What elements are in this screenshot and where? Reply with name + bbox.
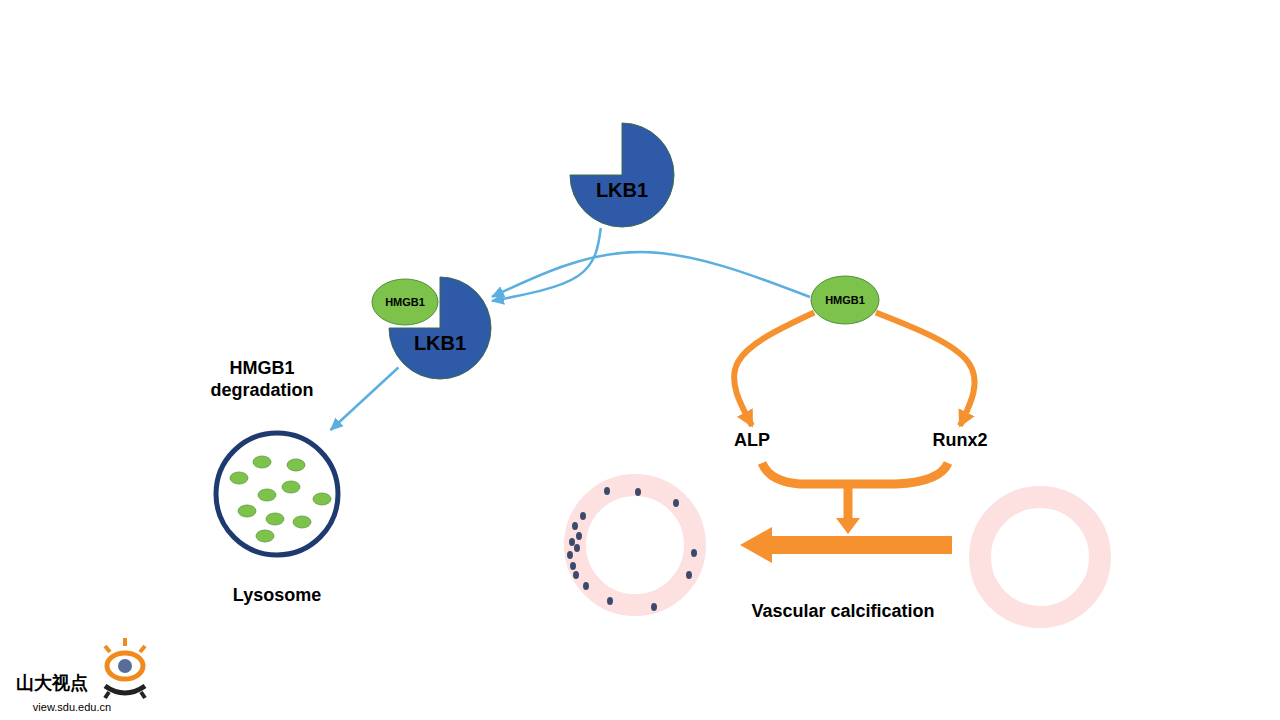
node-outline bbox=[210, 430, 344, 610]
process-label: HMGB1 degradation bbox=[197, 358, 327, 401]
connector-arrow bbox=[331, 368, 399, 430]
calcified-vessel bbox=[567, 485, 697, 611]
node-text: LKB1 bbox=[414, 332, 466, 355]
outcome-label: Vascular calcification bbox=[703, 601, 983, 623]
watermark: 山大视点 bbox=[2, 673, 102, 695]
marker-label: Runx2 bbox=[928, 427, 991, 453]
connector-arrow bbox=[492, 252, 810, 297]
node-text: LKB1 bbox=[596, 179, 648, 202]
calcification-arrow bbox=[770, 536, 952, 554]
hmgb1-protein: HMGB1 bbox=[371, 278, 439, 326]
merge-bracket bbox=[762, 463, 948, 484]
lkb1-protein: LKB1 bbox=[569, 122, 675, 228]
calcification-arrowhead bbox=[740, 527, 772, 563]
connector-arrow bbox=[734, 313, 814, 426]
node-text: Runx2 bbox=[932, 430, 987, 451]
connector-arrow bbox=[876, 313, 975, 426]
normal-vessel bbox=[980, 497, 1100, 617]
hmgb1-protein: HMGB1 bbox=[810, 275, 880, 325]
node-text: ALP bbox=[734, 430, 770, 451]
lysosome: Lysosome bbox=[210, 430, 344, 610]
marker-label: ALP bbox=[727, 427, 777, 453]
node-text: HMGB1 bbox=[385, 296, 425, 309]
watermark-url: view.sdu.edu.cn bbox=[7, 701, 137, 714]
node-text: HMGB1 bbox=[825, 294, 865, 307]
node-text: Lysosome bbox=[233, 585, 321, 606]
stem-head bbox=[836, 518, 860, 534]
node-outline bbox=[569, 122, 675, 228]
bracket-stem bbox=[844, 484, 853, 520]
watermark-logo bbox=[105, 638, 145, 698]
